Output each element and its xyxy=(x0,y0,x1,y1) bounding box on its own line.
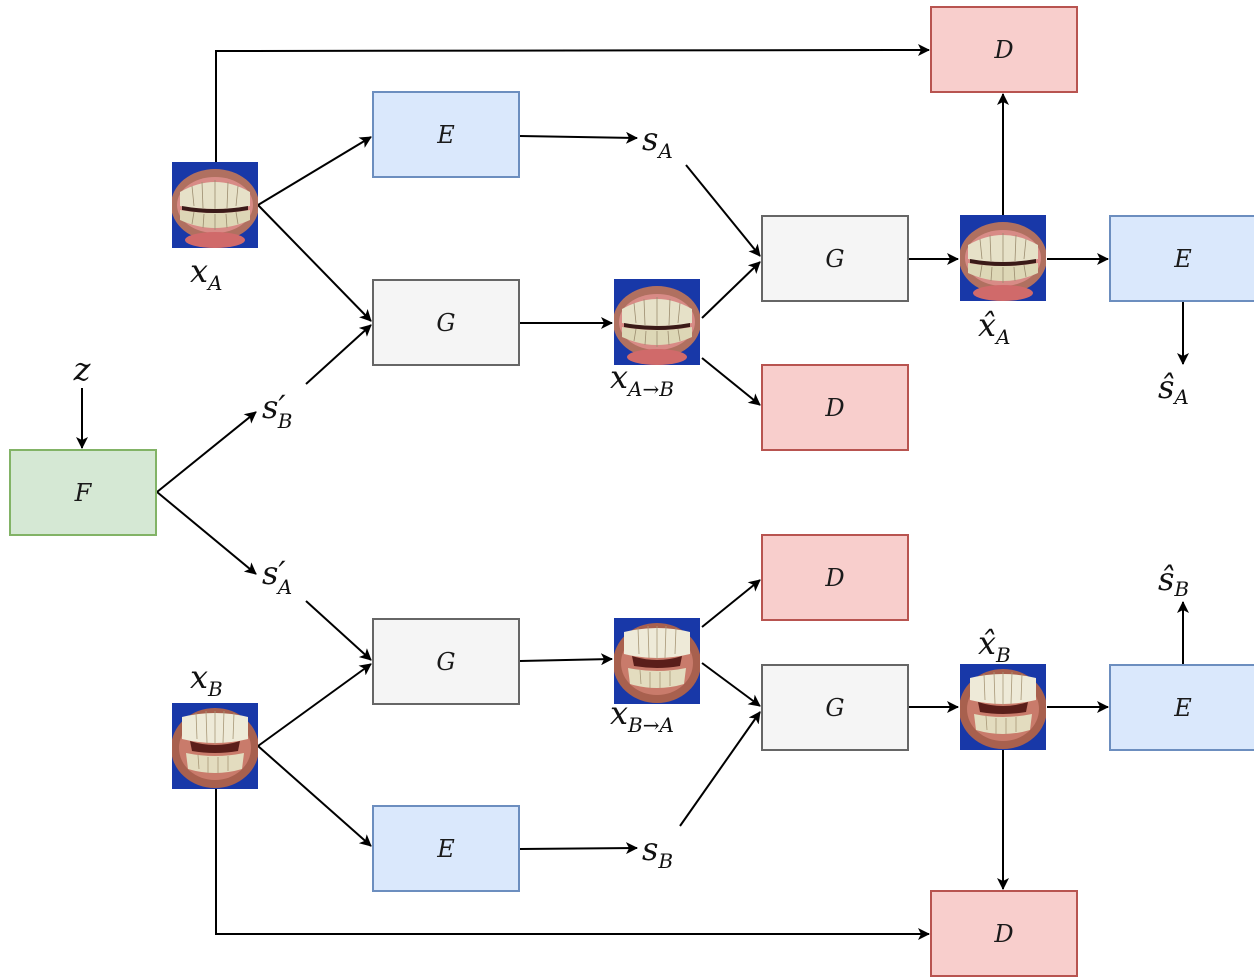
edge-g-bottom-to-xba xyxy=(519,653,613,666)
discriminator-mid-top-label: D xyxy=(824,394,844,422)
edge-xba-to-d-mid-bottom xyxy=(701,579,761,628)
edge-xa-to-e-top xyxy=(257,136,372,206)
edge-e-bottom-to-sb xyxy=(519,842,638,855)
xhat-b-label: x̂B xyxy=(978,624,1011,667)
mapping-network-label: F xyxy=(74,479,93,507)
edge-sb-to-g-mid-bottom xyxy=(679,711,761,827)
encoder-top-box: E xyxy=(372,91,520,178)
s-a-label: sA xyxy=(642,120,673,163)
labels: z xA sA xA→B x̂A ŝA s′B s′A xB xyxy=(73,120,1190,873)
shat-b-label: ŝB xyxy=(1158,560,1189,601)
discriminator-top-box: D xyxy=(930,6,1078,93)
shat-a-label: ŝA xyxy=(1158,368,1189,409)
boxes: D E G G D E F xyxy=(9,6,1254,977)
discriminator-mid-top-box: D xyxy=(761,364,909,451)
edge-sprimeb-to-g xyxy=(305,324,372,385)
edge-xab-to-d-mid xyxy=(701,357,761,406)
x-a-teeth-image xyxy=(172,162,258,248)
edge-f-to-sprimea xyxy=(156,491,257,575)
edge-e-to-sa xyxy=(519,131,638,144)
discriminator-top-label: D xyxy=(993,36,1013,64)
x-b-teeth-image xyxy=(172,703,258,789)
generator-bottom-label: G xyxy=(436,648,455,676)
discriminator-mid-bottom-label: D xyxy=(824,564,844,592)
discriminator-bottom-box: D xyxy=(930,890,1078,977)
x-b-to-a-label: xB→A xyxy=(610,694,674,737)
encoder-right-bottom-box: E xyxy=(1109,664,1254,751)
generator-reconstruct-a-box: G xyxy=(761,215,909,302)
xhat-a-label: x̂A xyxy=(978,306,1011,349)
generator-top-label: G xyxy=(436,309,455,337)
edge-xb-to-d-bottom xyxy=(215,789,930,940)
edge-xba-to-g-mid-bottom xyxy=(701,662,761,707)
encoder-bottom-box: E xyxy=(372,805,520,892)
encoder-bottom-label: E xyxy=(436,835,455,863)
generator-top-box: G xyxy=(372,279,520,366)
discriminator-mid-bottom-box: D xyxy=(761,534,909,621)
mapping-network-box: F xyxy=(9,449,157,536)
images xyxy=(172,162,1046,789)
edge-xab-to-g-mid xyxy=(701,261,761,319)
edges xyxy=(76,44,1189,940)
generator-bottom-box: G xyxy=(372,618,520,705)
edge-xb-to-e-bottom xyxy=(257,745,372,847)
x-a-to-b-label: xA→B xyxy=(610,358,674,401)
edge-f-to-sprimeb xyxy=(156,411,257,493)
s-prime-a-label: s′A xyxy=(262,554,292,599)
s-b-label: sB xyxy=(642,830,673,873)
x-a-label: xA xyxy=(190,252,223,295)
edge-xa-to-d-top xyxy=(215,44,930,162)
edge-sa-to-g-mid xyxy=(685,164,761,257)
edge-xa-to-g-top xyxy=(257,204,372,322)
z-label: z xyxy=(73,350,92,388)
generator-reconstruct-b-label: G xyxy=(825,694,844,722)
xhat-a-teeth-image xyxy=(960,215,1046,301)
generator-reconstruct-a-label: G xyxy=(825,245,844,273)
xhat-b-teeth-image xyxy=(960,664,1046,750)
encoder-right-bottom-label: E xyxy=(1173,694,1192,722)
encoder-right-top-box: E xyxy=(1109,215,1254,302)
s-prime-b-label: s′B xyxy=(262,388,292,433)
discriminator-bottom-label: D xyxy=(993,920,1013,948)
x-b-label: xB xyxy=(190,658,223,701)
edge-sprimea-to-g-bottom xyxy=(305,600,372,661)
generator-reconstruct-b-box: G xyxy=(761,664,909,751)
edge-xb-to-g-bottom xyxy=(257,663,372,747)
x-b-to-a-teeth-image xyxy=(614,618,700,704)
x-a-to-b-teeth-image xyxy=(614,279,700,365)
encoder-top-label: E xyxy=(436,121,455,149)
encoder-right-top-label: E xyxy=(1173,245,1192,273)
